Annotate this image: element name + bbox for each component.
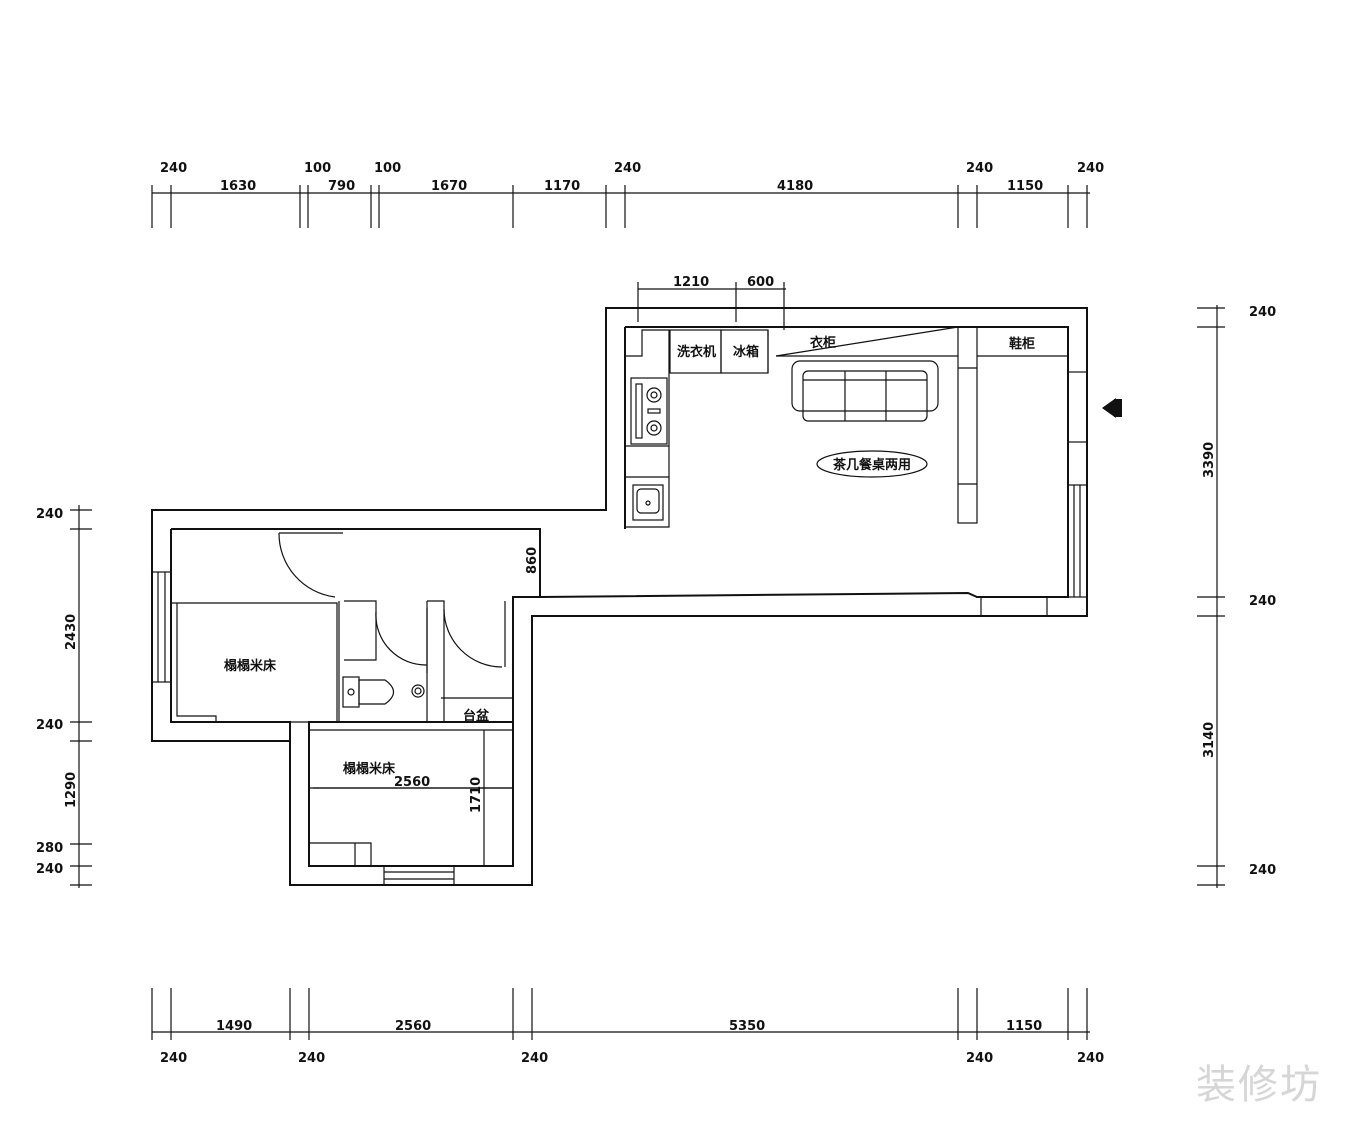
dim-bottom-7: 240 xyxy=(521,1051,548,1066)
dim-right-4: 3140 xyxy=(1202,722,1217,758)
dim-inner-600: 600 xyxy=(747,275,774,290)
dim-bottom-1: 1490 xyxy=(216,1019,252,1034)
dim-inner-860: 860 xyxy=(525,547,540,574)
doors xyxy=(278,532,506,673)
dim-top-1: 240 xyxy=(160,161,187,176)
label-basin: 台盆 xyxy=(463,708,490,724)
dim-bottom-8: 240 xyxy=(966,1051,993,1066)
dim-top-5: 100 xyxy=(374,161,401,176)
label-bed-bottom: 榻榻米床 xyxy=(343,761,396,777)
dim-top-6: 1670 xyxy=(431,179,467,194)
dim-top-10: 240 xyxy=(966,161,993,176)
dim-bottom-2: 2560 xyxy=(395,1019,431,1034)
dim-right-3: 240 xyxy=(1249,594,1276,609)
sofa xyxy=(791,360,939,422)
dim-bottom-4: 1150 xyxy=(1006,1019,1042,1034)
beds xyxy=(171,602,513,866)
dim-top-3: 100 xyxy=(304,161,331,176)
label-wardrobe: 衣柜 xyxy=(810,335,836,351)
wardrobe xyxy=(775,326,959,357)
watermark: 装修坊 xyxy=(1196,1062,1322,1108)
dim-inner-2560: 2560 xyxy=(394,775,430,790)
dim-right-5: 240 xyxy=(1249,863,1276,878)
label-fridge: 冰箱 xyxy=(733,344,759,360)
dim-top-11: 1150 xyxy=(1007,179,1043,194)
kitchen xyxy=(625,329,769,528)
dim-left-2: 2430 xyxy=(64,614,79,650)
dim-top-8: 240 xyxy=(614,161,641,176)
dim-right-2: 3390 xyxy=(1202,442,1217,478)
dim-right-1: 240 xyxy=(1249,305,1276,320)
kitchen-top-dims: 1210 600 xyxy=(637,275,786,330)
dim-left-1: 240 xyxy=(36,507,63,522)
dim-top-12: 240 xyxy=(1077,161,1104,176)
table-ellipse xyxy=(816,450,928,478)
dim-left-3: 240 xyxy=(36,718,63,733)
dim-top-7: 1170 xyxy=(544,179,580,194)
entrance-arrow-icon xyxy=(1102,398,1122,418)
top-dimension-chain: 240 1630 100 790 100 1670 1170 240 4180 … xyxy=(151,161,1104,228)
inner-dims: 860 2560 1710 xyxy=(313,529,541,866)
label-washer: 洗衣机 xyxy=(677,344,716,360)
toilet xyxy=(342,676,425,708)
dim-bottom-5: 240 xyxy=(160,1051,187,1066)
bottom-dimension-chain: 1490 2560 5350 1150 240 240 240 240 240 xyxy=(151,988,1104,1066)
dim-left-4: 1290 xyxy=(64,772,79,808)
walls xyxy=(151,307,1088,886)
dim-left-6: 240 xyxy=(36,862,63,877)
dim-inner-1710: 1710 xyxy=(469,777,484,813)
dim-top-9: 4180 xyxy=(777,179,813,194)
label-bed-left: 榻榻米床 xyxy=(224,658,277,674)
right-dimension-chain: 240 3390 240 3140 240 xyxy=(1197,305,1276,888)
dim-left-5: 280 xyxy=(36,841,63,856)
dim-inner-1210: 1210 xyxy=(673,275,709,290)
windows xyxy=(151,371,1088,886)
dim-bottom-9: 240 xyxy=(1077,1051,1104,1066)
dim-top-2: 1630 xyxy=(220,179,256,194)
left-dimension-chain: 240 2430 240 1290 280 240 xyxy=(36,505,92,888)
label-shoe-cabinet: 鞋柜 xyxy=(1009,336,1035,352)
dim-bottom-3: 5350 xyxy=(729,1019,765,1034)
dim-bottom-6: 240 xyxy=(298,1051,325,1066)
label-table: 茶几餐桌两用 xyxy=(833,457,911,473)
dim-top-4: 790 xyxy=(328,179,355,194)
